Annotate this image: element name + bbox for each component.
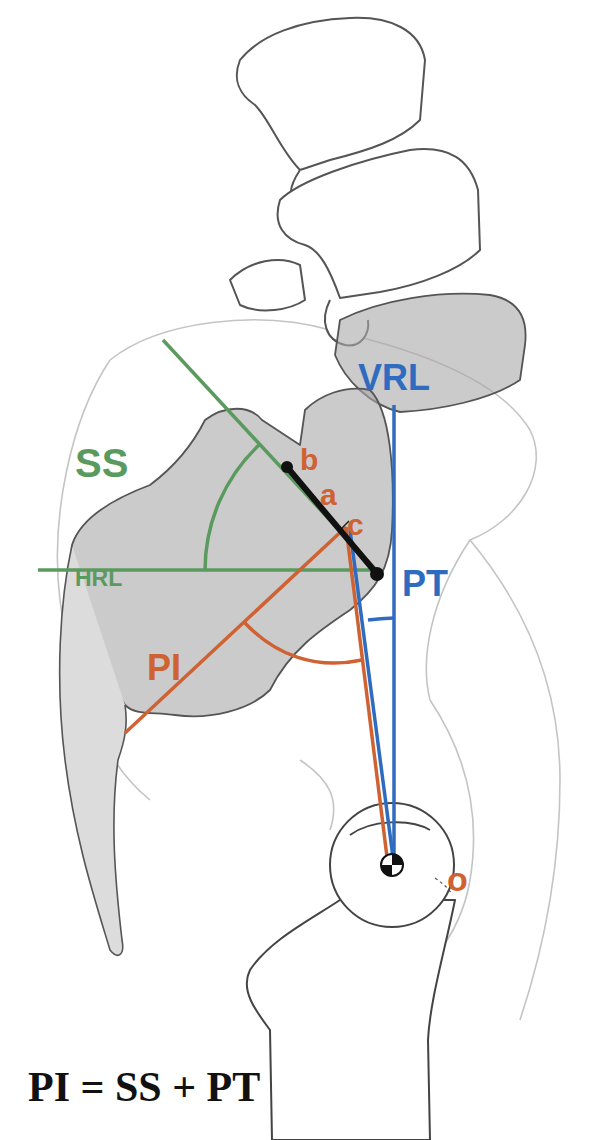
femoral-head bbox=[330, 803, 454, 927]
hip-center-quadrant bbox=[381, 865, 392, 876]
hip-axis-line bbox=[350, 530, 394, 865]
hip-axis-line bbox=[346, 527, 388, 865]
angle-label: PI bbox=[147, 650, 181, 686]
point-label: a bbox=[320, 480, 337, 510]
angle-arc bbox=[368, 618, 394, 620]
angle-label: PT bbox=[402, 566, 448, 602]
point-label: o bbox=[447, 862, 468, 896]
endplate-point bbox=[281, 461, 293, 473]
perpendicular-line bbox=[125, 527, 346, 733]
formula-label: PI = SS + PT bbox=[28, 1066, 260, 1108]
l5-vertebra bbox=[335, 294, 526, 412]
angle-arc bbox=[205, 444, 260, 570]
point-label: c bbox=[347, 510, 364, 540]
sacral-slope-lines bbox=[38, 340, 378, 572]
vertical-reference-line bbox=[392, 405, 396, 865]
pelvis-outline bbox=[426, 540, 470, 700]
pelvis-outline bbox=[300, 760, 334, 830]
femur-shaft bbox=[247, 900, 455, 1140]
vertebra bbox=[278, 149, 480, 298]
sacral-endplate bbox=[287, 467, 377, 574]
femur bbox=[247, 803, 455, 1140]
hip-center-quadrant bbox=[392, 854, 403, 865]
pelvic-tilt-lines bbox=[350, 405, 394, 865]
hip-center bbox=[381, 854, 403, 876]
hip-center-marker bbox=[381, 854, 403, 876]
angle-label: SS bbox=[75, 443, 128, 483]
point-label: b bbox=[300, 445, 318, 475]
endplate-point bbox=[370, 567, 384, 581]
vertebra bbox=[237, 18, 425, 170]
line-label: VRL bbox=[358, 360, 430, 396]
pelvic-incidence-lines bbox=[125, 527, 388, 865]
sacrum bbox=[72, 294, 526, 717]
vertebra-process bbox=[230, 260, 305, 310]
line-label: HRL bbox=[75, 567, 122, 590]
angle-arc bbox=[244, 622, 362, 663]
coccyx bbox=[60, 545, 127, 955]
sacrum-body bbox=[72, 389, 393, 717]
pelvis-outline bbox=[57, 320, 560, 1020]
